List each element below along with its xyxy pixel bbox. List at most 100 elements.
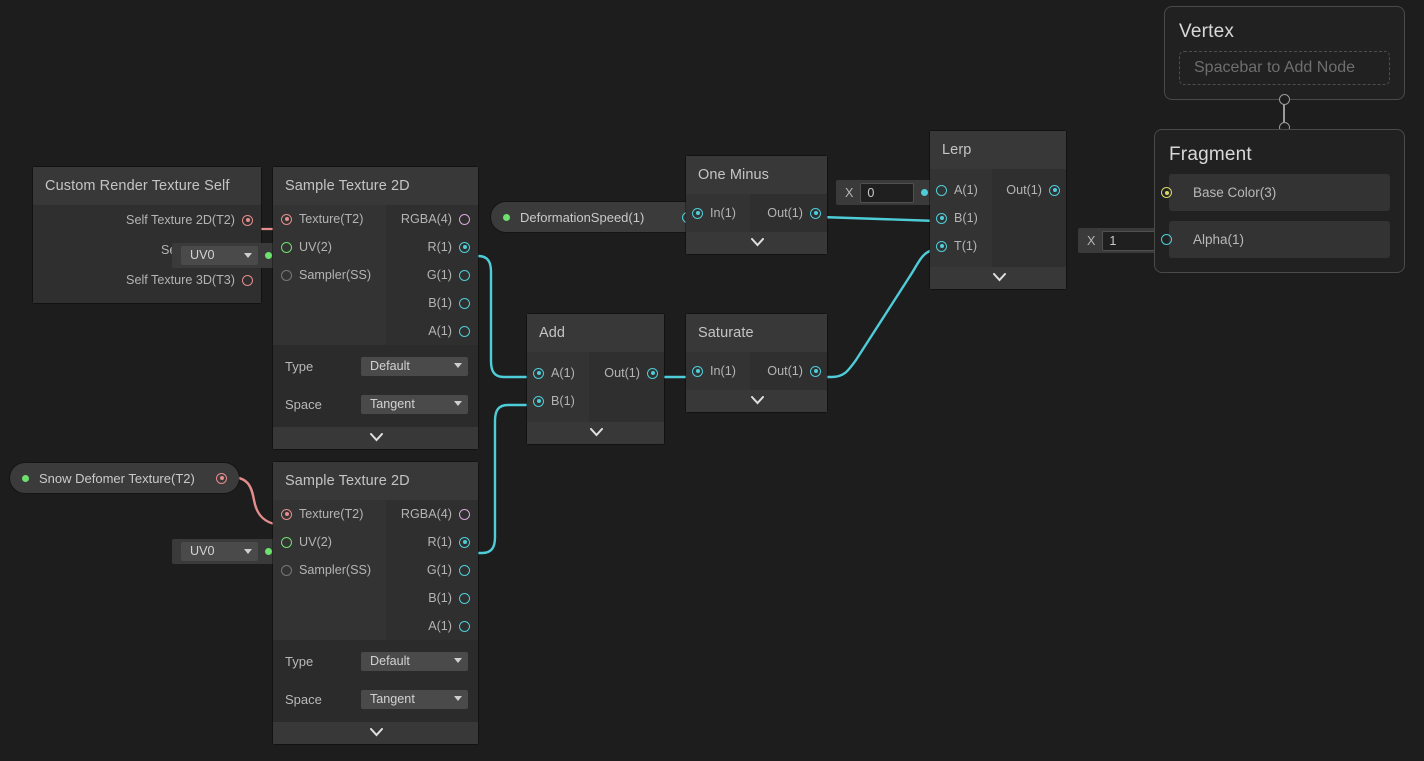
port-slot-texture[interactable] — [281, 508, 292, 520]
output-port-row[interactable]: Out(1) — [589, 359, 664, 387]
output-port-row[interactable]: Out(1) — [992, 176, 1066, 204]
output-port-row[interactable]: Self Texture 3D(T3) — [33, 265, 261, 295]
port-slot-texture[interactable] — [281, 213, 292, 225]
setting-type-dropdown[interactable]: Default — [361, 651, 468, 671]
output-port-row[interactable]: RGBA(4) — [386, 205, 478, 233]
input-port-row[interactable]: Texture(T2) — [273, 500, 386, 528]
setting-space-dropdown[interactable]: Tangent — [361, 689, 468, 709]
input-port-row[interactable]: In(1) — [686, 194, 750, 232]
port-slot-g[interactable] — [459, 269, 470, 281]
lerp-a-input[interactable]: 0 — [860, 182, 915, 203]
node-collapse-toggle[interactable] — [527, 422, 664, 444]
port-slot-self-texture-3d[interactable] — [242, 274, 253, 286]
port-slot-rgba[interactable] — [459, 213, 470, 225]
input-port-row[interactable]: A(1) — [930, 176, 992, 204]
input-port-row[interactable]: B(1) — [930, 204, 992, 232]
port-slot-r[interactable] — [459, 241, 470, 253]
uv-dropdown-output-slot[interactable] — [265, 252, 272, 259]
node-collapse-toggle[interactable] — [273, 722, 478, 744]
uv-dropdown-box-bottom[interactable]: UV0 — [172, 539, 279, 564]
node-custom-render-texture-self[interactable]: Custom Render Texture Self Self Texture … — [33, 167, 261, 303]
node-saturate[interactable]: Saturate In(1) Out(1) — [686, 314, 827, 412]
port-slot-sampler[interactable] — [281, 564, 292, 576]
node-collapse-toggle[interactable] — [930, 267, 1066, 289]
output-port-row[interactable]: R(1) — [386, 528, 478, 556]
port-slot-b[interactable] — [936, 212, 947, 224]
input-port-row[interactable]: Sampler(SS) — [273, 556, 386, 584]
property-node-deformation-speed[interactable]: DeformationSpeed(1) — [491, 202, 705, 232]
fragment-slot-base-color[interactable]: Base Color(3) — [1161, 174, 1390, 211]
node-vertex-master[interactable]: Vertex Spacebar to Add Node — [1164, 6, 1405, 100]
port-slot-a[interactable] — [936, 184, 947, 196]
port-slot-self-texture-2d[interactable] — [242, 214, 253, 226]
port-slot-a[interactable] — [459, 620, 470, 632]
property-output-slot[interactable] — [216, 472, 227, 484]
setting-space-dropdown[interactable]: Tangent — [361, 394, 468, 414]
node-sample-texture-2d-top[interactable]: Sample Texture 2D Texture(T2) UV(2) Samp… — [273, 167, 478, 449]
output-port-row[interactable]: B(1) — [386, 289, 478, 317]
port-slot-base-color[interactable] — [1161, 187, 1172, 198]
port-slot-rgba[interactable] — [459, 508, 470, 520]
input-port-row[interactable]: B(1) — [527, 387, 589, 415]
output-port-row[interactable]: G(1) — [386, 556, 478, 584]
setting-space-row[interactable]: Space Tangent — [273, 389, 478, 419]
node-one-minus[interactable]: One Minus In(1) Out(1) — [686, 156, 827, 254]
setting-type-dropdown[interactable]: Default — [361, 356, 468, 376]
input-port-row[interactable]: UV(2) — [273, 528, 386, 556]
fragment-slot-alpha[interactable]: Alpha(1) — [1161, 221, 1390, 258]
port-slot-a[interactable] — [533, 367, 544, 379]
output-port-row[interactable]: B(1) — [386, 584, 478, 612]
uv-dropdown-output-slot[interactable] — [265, 548, 272, 555]
port-slot-uv[interactable] — [281, 536, 292, 548]
input-port-row[interactable]: UV(2) — [273, 233, 386, 261]
port-slot-uv[interactable] — [281, 241, 292, 253]
port-slot-out[interactable] — [810, 365, 821, 377]
port-slot-in[interactable] — [692, 365, 703, 377]
port-slot-out[interactable] — [647, 367, 658, 379]
uv-dropdown-bottom[interactable]: UV0 — [181, 542, 258, 561]
setting-type-row[interactable]: Type Default — [273, 351, 478, 381]
port-slot-in[interactable] — [692, 207, 703, 219]
input-port-row[interactable]: In(1) — [686, 352, 750, 390]
output-port-row[interactable]: Self Texture 2D(T2) — [33, 205, 261, 235]
input-port-row[interactable]: Sampler(SS) — [273, 261, 386, 289]
setting-type-row[interactable]: Type Default — [273, 646, 478, 676]
stack-connector-dot-top[interactable] — [1279, 94, 1290, 105]
input-port-row[interactable]: A(1) — [527, 359, 589, 387]
node-sample-texture-2d-bottom[interactable]: Sample Texture 2D Texture(T2) UV(2) Samp… — [273, 462, 478, 744]
node-collapse-toggle[interactable] — [273, 427, 478, 449]
uv-dropdown-box-top[interactable]: UV0 — [172, 243, 279, 268]
property-node-snow-deformer-texture[interactable]: Snow Defomer Texture(T2) — [10, 463, 239, 493]
output-port-row[interactable]: R(1) — [386, 233, 478, 261]
port-slot-r[interactable] — [459, 536, 470, 548]
port-slot-b[interactable] — [533, 395, 544, 407]
output-port-row[interactable]: A(1) — [386, 317, 478, 345]
port-slot-b[interactable] — [459, 297, 470, 309]
port-slot-out[interactable] — [1049, 184, 1060, 196]
setting-space-row[interactable]: Space Tangent — [273, 684, 478, 714]
port-slot-a[interactable] — [459, 325, 470, 337]
uv-dropdown-top[interactable]: UV0 — [181, 246, 258, 265]
input-port-row[interactable]: T(1) — [930, 232, 992, 260]
node-collapse-toggle[interactable] — [686, 232, 827, 254]
port-slot-t[interactable] — [936, 240, 947, 252]
node-collapse-toggle[interactable] — [686, 390, 827, 412]
port-slot-b[interactable] — [459, 592, 470, 604]
output-port-row[interactable]: G(1) — [386, 261, 478, 289]
node-lerp[interactable]: Lerp A(1) B(1) T(1) Out(1) — [930, 131, 1066, 289]
alpha-input[interactable]: 1 — [1102, 230, 1157, 251]
port-slot-out[interactable] — [810, 207, 821, 219]
node-fragment-master[interactable]: Fragment Base Color(3) Alpha(1) — [1154, 129, 1405, 273]
vertex-add-node-hint[interactable]: Spacebar to Add Node — [1179, 51, 1390, 85]
output-port-row[interactable]: RGBA(4) — [386, 500, 478, 528]
output-port-row[interactable]: A(1) — [386, 612, 478, 640]
node-add[interactable]: Add A(1) B(1) Out(1) — [527, 314, 664, 444]
port-slot-sampler[interactable] — [281, 269, 292, 281]
output-port-row[interactable]: Out(1) — [750, 194, 827, 232]
value-box-lerp-a[interactable]: X 0 — [836, 180, 936, 205]
port-slot-g[interactable] — [459, 564, 470, 576]
output-port-row[interactable]: Out(1) — [750, 352, 827, 390]
input-port-row[interactable]: Texture(T2) — [273, 205, 386, 233]
port-slot-alpha[interactable] — [1161, 234, 1172, 245]
